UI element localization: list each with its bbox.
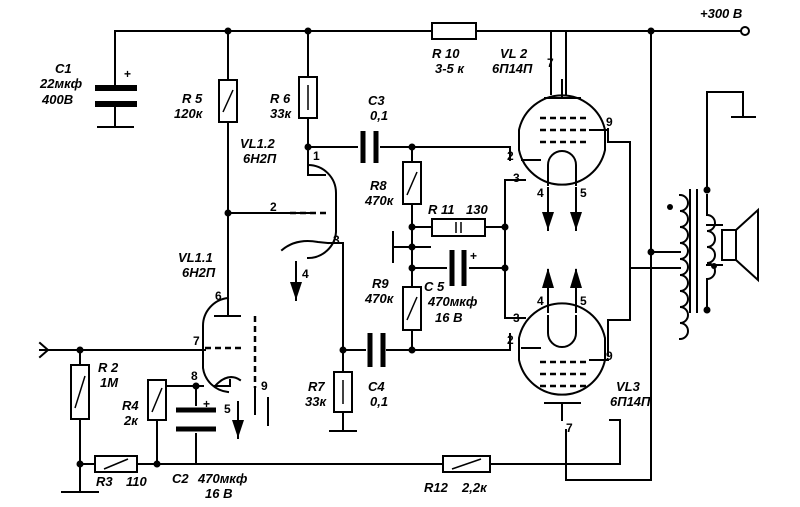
tube-vl3 [518, 268, 609, 421]
svg-text:7: 7 [566, 421, 573, 435]
junction-dots [76, 26, 750, 468]
resistor-r10 [431, 22, 477, 40]
c1-rating: 400В [41, 92, 73, 107]
r9-value: 470к [364, 291, 395, 306]
c3-ref: C3 [368, 93, 385, 108]
svg-text:4: 4 [537, 294, 544, 308]
svg-text:1: 1 [313, 149, 320, 163]
supply-label: +300 В [700, 6, 742, 21]
r7-value: 33к [305, 394, 327, 409]
svg-text:5: 5 [580, 186, 587, 200]
c1-value: 22мкф [39, 76, 83, 91]
speaker-icon [706, 207, 759, 283]
pin-numbers: 7 9 2 3 4 5 4 5 3 2 9 7 1 2 3 4 6 7 8 9 … [191, 56, 613, 435]
svg-text:9: 9 [606, 349, 613, 363]
r5-value: 120к [174, 106, 204, 121]
svg-text:7: 7 [547, 56, 554, 70]
c2-plus-mark: + [203, 397, 210, 411]
c5-ref: C 5 [424, 279, 445, 294]
r8-value: 470к [364, 193, 395, 208]
svg-text:7: 7 [193, 334, 200, 348]
c4-value: 0,1 [370, 394, 388, 409]
r12-value: 2,2к [461, 480, 488, 495]
capacitor-c5 [449, 250, 467, 286]
c2-rating: 16 В [205, 486, 232, 501]
c5-value: 470мкф [427, 294, 478, 309]
svg-text:9: 9 [606, 115, 613, 129]
svg-text:3: 3 [513, 311, 520, 325]
tube-vl11 [201, 296, 257, 439]
c2-ref: C2 [172, 471, 189, 486]
r10-ref: R 10 [432, 46, 460, 61]
r12-ref: R12 [424, 480, 449, 495]
wires [39, 30, 746, 491]
r3-value: 110 [126, 474, 147, 489]
tube-vl12 [280, 155, 337, 301]
svg-text:5: 5 [224, 402, 231, 416]
svg-text:2: 2 [507, 333, 514, 347]
capacitor-c4 [367, 333, 386, 367]
vl11-type: 6Н2П [182, 265, 216, 280]
vl12-ref: VL1.2 [240, 136, 275, 151]
r5-ref: R 5 [182, 91, 203, 106]
r10-value: 3-5 к [435, 61, 465, 76]
svg-text:3: 3 [333, 233, 340, 247]
ground-symbols [61, 116, 756, 493]
c3-value: 0,1 [370, 108, 388, 123]
c1-ref: C1 [55, 61, 72, 76]
vl2-type: 6П14П [492, 61, 533, 76]
input-terminal [38, 341, 50, 359]
svg-text:3: 3 [513, 171, 520, 185]
capacitor-c3 [360, 131, 379, 163]
r11-value: 130 [466, 202, 488, 217]
r11-ref: R 11 [428, 202, 455, 217]
r6-ref: R 6 [270, 91, 291, 106]
r7-ref: R7 [308, 379, 325, 394]
svg-text:5: 5 [580, 294, 587, 308]
labels: +300 В C1 22мкф 400В R 5 120к R 6 33к R … [39, 6, 742, 501]
c5-plus-mark: + [470, 249, 477, 263]
r3-ref: R3 [96, 474, 113, 489]
r2-ref: R 2 [98, 360, 119, 375]
r8-ref: R8 [370, 178, 387, 193]
vl11-ref: VL1.1 [178, 250, 213, 265]
svg-text:4: 4 [537, 186, 544, 200]
svg-text:2: 2 [270, 200, 277, 214]
svg-text:9: 9 [261, 379, 268, 393]
r2-value: 1М [100, 375, 119, 390]
svg-text:4: 4 [302, 267, 309, 281]
resistors [70, 22, 536, 473]
r6-value: 33к [270, 106, 292, 121]
r9-ref: R9 [372, 276, 389, 291]
vl3-type: 6П14П [610, 394, 651, 409]
vl2-ref: VL 2 [500, 46, 528, 61]
capacitor-c1 [95, 71, 137, 111]
c5-rating: 16 В [435, 310, 462, 325]
r4-ref: R4 [122, 398, 139, 413]
svg-text:8: 8 [191, 369, 198, 383]
c1-plus-mark: + [124, 67, 131, 81]
capacitor-c2 [176, 407, 216, 432]
c4-ref: C4 [368, 379, 385, 394]
vl3-ref: VL3 [616, 379, 641, 394]
r4-value: 2к [123, 413, 139, 428]
vl12-type: 6Н2П [243, 151, 277, 166]
tube-vl2 [518, 79, 609, 231]
capacitors [95, 71, 467, 432]
c2-value: 470мкф [197, 471, 248, 486]
resistor-r11 [431, 218, 486, 237]
svg-text:6: 6 [215, 289, 222, 303]
svg-text:2: 2 [507, 149, 514, 163]
output-transformer [667, 189, 717, 341]
